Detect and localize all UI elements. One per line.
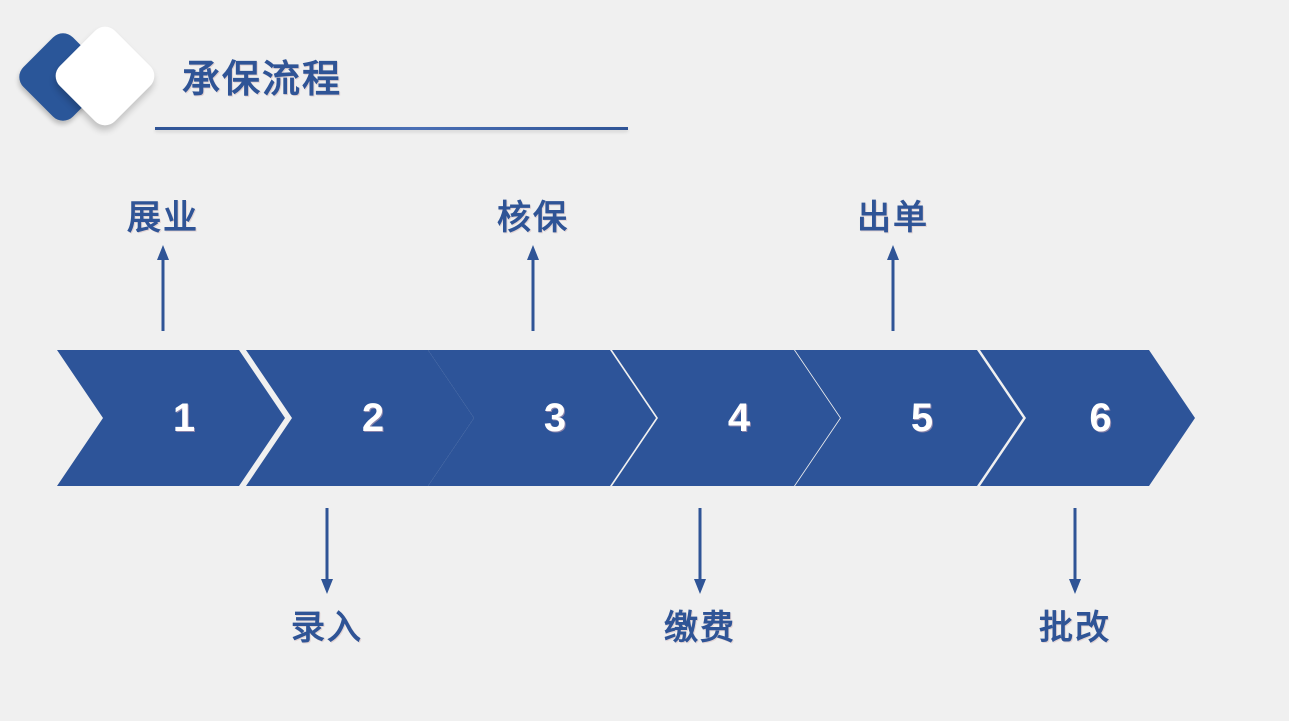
page-title: 承保流程 xyxy=(182,59,343,101)
arrow-up-icon xyxy=(793,245,993,331)
arrow-down-icon xyxy=(227,508,427,594)
callout-label-4: 录入 xyxy=(291,609,363,647)
callout-label-6: 批改 xyxy=(1039,609,1111,647)
process-step-chevron-1[interactable]: 1 xyxy=(57,350,285,486)
callout-label-5: 缴费 xyxy=(664,609,736,647)
callout-label-3: 出单 xyxy=(857,199,929,237)
title-divider xyxy=(155,127,628,130)
double-diamond-logo-icon xyxy=(13,18,172,136)
slide-header: 承保流程 xyxy=(0,0,1289,160)
arrow-down-icon xyxy=(600,508,800,594)
arrow-down-icon xyxy=(975,508,1175,594)
chevron-number-1: 1 xyxy=(172,395,196,440)
arrow-up-icon xyxy=(433,245,633,331)
arrow-up-icon xyxy=(63,245,263,331)
callout-label-1: 展业 xyxy=(127,199,199,237)
callout-label-2: 核保 xyxy=(497,199,569,237)
